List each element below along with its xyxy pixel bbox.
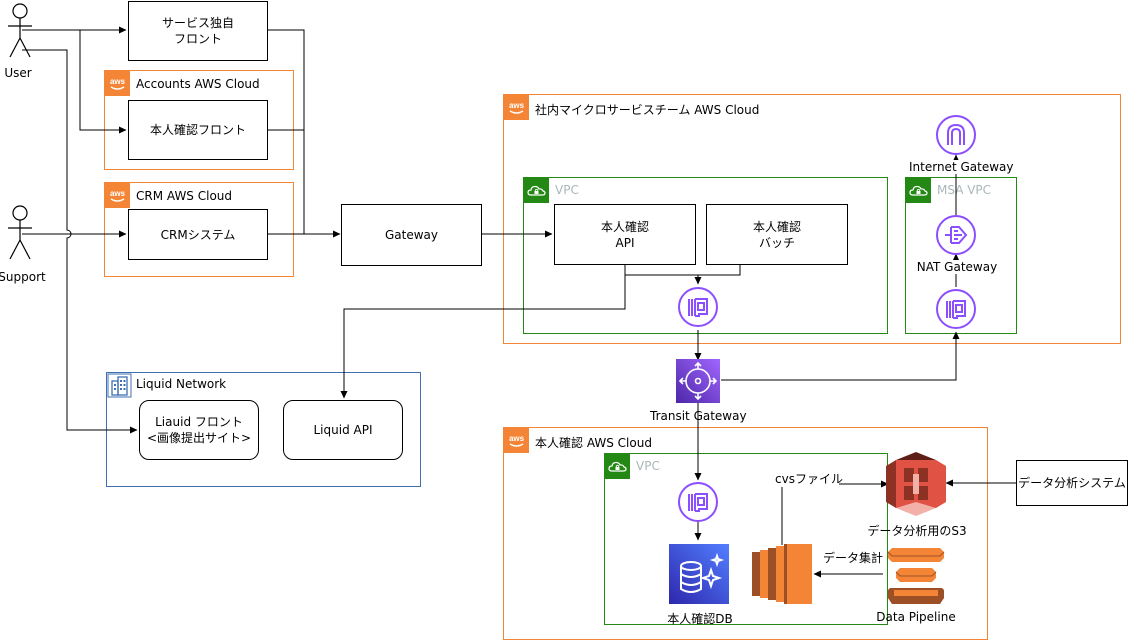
liquid-front-box[interactable]: Liauid フロント <画像提出サイト> [139,400,259,460]
data-pipeline-label: Data Pipeline [876,610,956,624]
msa-vpc-group: MSA VPC [905,177,1017,334]
group-label: Liquid Network [136,377,227,391]
vpc-label: VPC [555,183,579,197]
crm-system-box[interactable]: CRMシステム [128,209,268,260]
corporate-building-icon [107,373,132,398]
csv-file-edge-label: cvsファイル [775,470,843,487]
group-label: 本人確認 AWS Cloud [535,436,652,450]
data-analysis-system-box[interactable]: データ分析システム [1016,460,1128,506]
identity-api-box[interactable]: 本人確認 API [554,204,696,265]
group-label: CRM AWS Cloud [136,189,233,203]
transit-gateway-label: Transit Gateway [650,409,747,423]
data-pipeline-icon [886,548,946,604]
user-label: User [4,66,32,80]
group-label: 社内マイクロサービスチーム AWS Cloud [535,103,760,117]
vpc-group: VPC [604,453,888,625]
nat-gateway-label: NAT Gateway [916,260,998,274]
gateway-box[interactable]: Gateway [341,204,482,266]
identity-batch-box[interactable]: 本人確認 バッチ [706,204,848,265]
liquid-api-box[interactable]: Liquid API [283,400,403,460]
support-label: Support [0,270,46,284]
support-actor-icon [5,204,35,264]
svg-text:aws: aws [509,101,525,110]
transit-gateway-icon [676,359,720,403]
vpc-cloud-lock-icon [906,178,931,203]
svg-text:aws: aws [110,77,126,86]
nat-gateway-icon [935,214,977,256]
liquid-network-group: Liquid Network [106,372,421,487]
s3-bucket-icon [886,452,946,516]
compute-instance-icon [752,544,812,604]
group-label: Accounts AWS Cloud [136,77,260,91]
aws-logo-icon: aws [504,95,529,120]
vpc-endpoint-icon [935,288,977,330]
vpc-endpoint-icon [677,481,719,523]
s3-label: データ分析用のS3 [867,524,967,538]
aws-logo-icon: aws [105,183,130,208]
vpc-endpoint-icon [677,286,719,328]
vpc-cloud-lock-icon [524,178,549,203]
microservice-aws-cloud-group: aws 社内マイクロサービスチーム AWS Cloud [503,94,1121,344]
vpc-group: VPC [523,177,888,334]
user-actor-icon [5,2,35,62]
aws-logo-icon: aws [504,428,529,453]
internet-gateway-icon [935,114,977,156]
identity-db-label: 本人確認DB [667,612,733,626]
aws-logo-icon: aws [105,71,130,96]
database-icon [669,544,729,604]
accounts-aws-cloud-group: aws Accounts AWS Cloud [104,70,294,170]
internet-gateway-label: Internet Gateway [909,160,1014,174]
identity-aws-cloud-group: aws 本人確認 AWS Cloud [503,427,988,640]
svg-text:aws: aws [509,434,525,443]
vpc-label: MSA VPC [937,183,992,197]
identity-front-box[interactable]: 本人確認フロント [128,100,268,160]
vpc-cloud-lock-icon [605,454,630,479]
crm-aws-cloud-group: aws CRM AWS Cloud [104,182,294,277]
service-front-box[interactable]: サービス独自 フロント [128,1,268,61]
svg-text:aws: aws [110,189,126,198]
vpc-label: VPC [636,459,660,473]
data-aggregation-edge-label: データ集計 [823,549,884,566]
